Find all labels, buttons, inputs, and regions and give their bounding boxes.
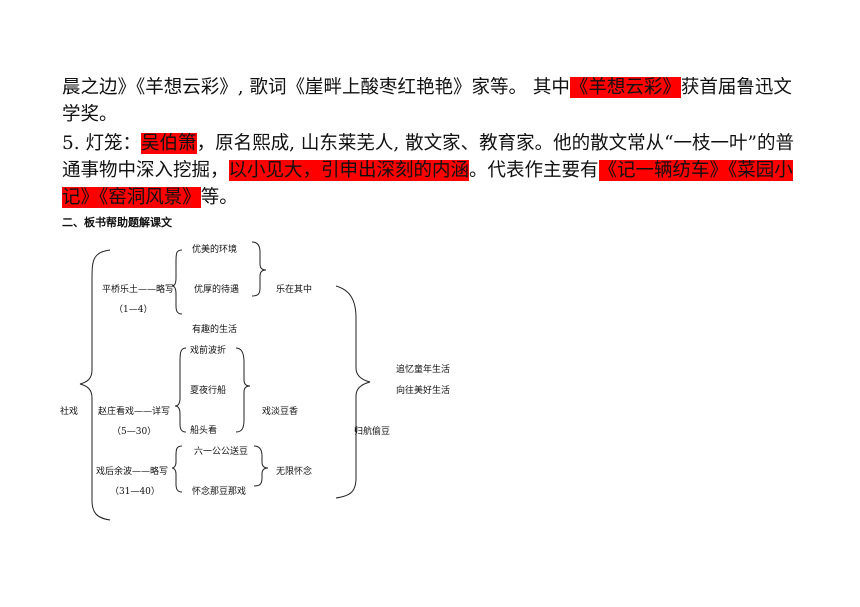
branch1-summary: 乐在其中 [276, 285, 313, 295]
paragraph-text: 5. 灯笼： [62, 133, 142, 154]
conclusion-1: 追忆童年生活 [396, 365, 451, 375]
root-brace [79, 249, 111, 521]
branch2-item-3: 船头看 [190, 426, 218, 436]
branch1-summary-brace [251, 241, 267, 297]
highlighted-title: 《羊想云彩》 [569, 77, 681, 98]
branch3-summary-brace [253, 445, 269, 487]
paragraph-text: 获首届鲁迅文学奖。 [62, 77, 792, 125]
branch2-title: 赵庄看戏——详写 [98, 407, 171, 417]
highlighted-style: 以小见大，引申出深刻的内涵 [228, 160, 470, 181]
middle-label: 归航偷豆 [354, 427, 391, 437]
branch2-item-2: 夏夜行船 [190, 386, 227, 396]
branch3-item-1: 六一公公送豆 [194, 447, 249, 457]
branch1-item-3: 有趣的生活 [192, 325, 238, 335]
conclusion-2: 向往美好生活 [396, 386, 451, 396]
branch3-brace [171, 445, 183, 493]
branch2-range: （5—30） [112, 427, 157, 437]
highlighted-author-name: 吴伯箫 [141, 133, 197, 154]
branch1-range: （1—4） [114, 305, 153, 315]
branch1-item-1: 优美的环境 [192, 245, 238, 255]
branch3-summary: 无限怀念 [276, 467, 313, 477]
branch2-summary-brace [235, 347, 251, 433]
section-heading: 二、板书帮助题解课文 [62, 216, 172, 229]
branch3-item-2: 怀念那豆那戏 [192, 487, 247, 497]
branch2-item-1: 戏前波折 [190, 346, 227, 356]
branch1-title: 平桥乐土——略写 [102, 285, 175, 295]
diagram-root: 社戏 [60, 407, 79, 417]
branch2-summary: 戏淡豆香 [262, 407, 299, 417]
branch2-brace [174, 347, 187, 433]
paragraph-text: ，原名熙成, 山东莱芜人, 散文家、教育家。他的散文常从“一枝一叶”的普通事物中… [62, 133, 795, 181]
paragraph-text: 等。 [200, 187, 238, 208]
paragraph-author-intro: 晨之边》《羊想云彩》, 歌词《崖畔上酸枣红艳艳》家等。 其中《羊想云彩》获首届鲁… [62, 74, 802, 128]
conclusion-brace [335, 285, 371, 499]
paragraph-text: 晨之边》《羊想云彩》, 歌词《崖畔上酸枣红艳艳》家等。 其中 [62, 77, 570, 98]
branch3-title: 戏后余波——略写 [96, 467, 169, 477]
branch1-item-2: 优厚的待遇 [194, 285, 240, 295]
branch3-range: （31—40） [110, 487, 160, 497]
branch1-brace [171, 249, 183, 315]
paragraph-text: 。代表作主要有 [469, 160, 599, 181]
paragraph-lantern-author: 5. 灯笼：吴伯箫，原名熙成, 山东莱芜人, 散文家、教育家。他的散文常从“一枝… [62, 130, 802, 211]
